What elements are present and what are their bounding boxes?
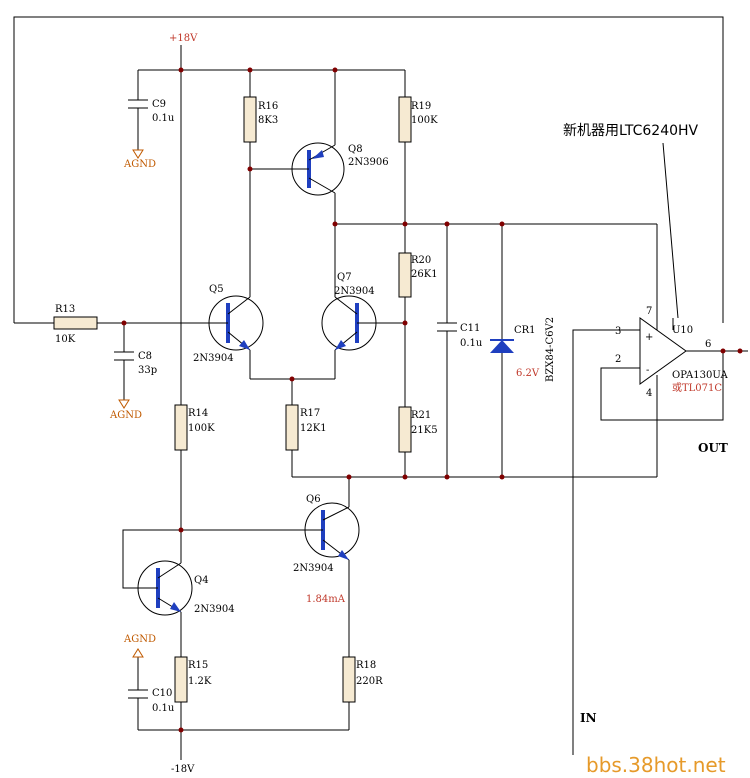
svg-text:10K: 10K: [55, 334, 76, 345]
svg-text:26K1: 26K1: [411, 269, 438, 280]
svg-text:Q5: Q5: [209, 284, 224, 295]
svg-text:2N3904: 2N3904: [193, 353, 234, 364]
svg-text:C10: C10: [152, 688, 172, 699]
opamp-u10: + - 3 2 7 4 6 U10 OPA130UA 或TL071C: [615, 306, 728, 399]
resistor-r15: R15 1.2K: [174, 656, 212, 703]
agnd-symbol-c8: AGND: [109, 399, 142, 421]
svg-text:R21: R21: [411, 410, 431, 421]
svg-text:AGND: AGND: [109, 410, 142, 421]
svg-text:-: -: [646, 365, 649, 376]
transistor-q8: Q8 2N3906: [291, 142, 389, 196]
resistor-r18: R18 220R: [342, 656, 383, 703]
svg-text:R14: R14: [188, 408, 208, 419]
svg-text:100K: 100K: [411, 115, 438, 126]
svg-text:7: 7: [646, 306, 652, 317]
svg-text:BZX84-C6V2: BZX84-C6V2: [545, 317, 556, 382]
svg-text:Q8: Q8: [348, 144, 363, 155]
positive-rail-label: +18V: [169, 33, 198, 44]
svg-text:4: 4: [646, 388, 652, 399]
svg-text:U10: U10: [672, 325, 693, 336]
svg-text:或TL071C: 或TL071C: [672, 382, 722, 394]
svg-text:21K5: 21K5: [411, 425, 438, 436]
negative-rail-label: -18V: [171, 764, 195, 775]
svg-text:R13: R13: [55, 304, 75, 315]
svg-text:0.1u: 0.1u: [460, 338, 483, 349]
zener-cr1: CR1 6.2V BZX84-C6V2: [490, 317, 556, 382]
svg-text:R20: R20: [411, 255, 431, 266]
capacitor-c8: C8 33p: [114, 351, 157, 376]
svg-text:6: 6: [705, 339, 711, 350]
svg-text:R18: R18: [356, 660, 376, 671]
transistor-q7: Q7 2N3904: [321, 272, 377, 351]
svg-text:C8: C8: [138, 351, 152, 362]
svg-text:2N3904: 2N3904: [293, 563, 334, 574]
svg-text:8K3: 8K3: [258, 115, 278, 126]
agnd-symbol-c10: AGND: [123, 634, 156, 658]
resistor-r14: R14 100K: [174, 404, 215, 451]
resistor-r17: R17 12K1: [285, 404, 327, 451]
svg-text:R16: R16: [258, 101, 278, 112]
svg-text:6.2V: 6.2V: [516, 368, 540, 379]
svg-text:OPA130UA: OPA130UA: [672, 370, 728, 381]
transistor-q6: Q6 2N3904: [293, 494, 360, 574]
svg-text:Q7: Q7: [337, 272, 352, 283]
new-machine-note: 新机器用LTC6240HV: [563, 123, 699, 139]
svg-text:1.2K: 1.2K: [188, 676, 212, 687]
transistor-q4: Q4 2N3904: [137, 560, 235, 616]
svg-text:R19: R19: [411, 101, 431, 112]
watermark: bbs.38hot.net: [586, 753, 726, 777]
svg-text:Q4: Q4: [194, 575, 209, 586]
svg-text:220R: 220R: [356, 676, 383, 687]
out-label: OUT: [698, 441, 728, 455]
wires: [13, 16, 748, 760]
agnd-symbol-c9: AGND: [123, 149, 156, 170]
svg-text:2: 2: [615, 354, 621, 365]
svg-text:AGND: AGND: [123, 159, 156, 170]
capacitor-c9: C9 0.1u: [128, 99, 175, 124]
resistor-r19: R19 100K: [398, 96, 438, 143]
svg-text:CR1: CR1: [514, 325, 536, 336]
current-annotation: 1.84mA: [306, 594, 346, 605]
svg-text:12K1: 12K1: [300, 423, 327, 434]
svg-text:R15: R15: [188, 660, 208, 671]
svg-text:+: +: [645, 332, 653, 343]
svg-text:3: 3: [615, 326, 621, 337]
svg-text:Q6: Q6: [306, 494, 321, 505]
svg-text:R17: R17: [300, 408, 320, 419]
capacitor-c10: C10 0.1u: [128, 688, 175, 714]
svg-text:100K: 100K: [188, 423, 215, 434]
svg-text:0.1u: 0.1u: [152, 113, 175, 124]
in-label: IN: [580, 711, 597, 725]
svg-text:2N3906: 2N3906: [348, 157, 389, 168]
junctions: [121, 67, 743, 733]
resistor-r20: R20 26K1: [398, 252, 438, 298]
resistor-r21: R21 21K5: [398, 406, 438, 453]
svg-text:2N3904: 2N3904: [194, 604, 235, 615]
svg-text:C11: C11: [460, 323, 480, 334]
transistor-q5: Q5 2N3904: [193, 284, 264, 364]
resistor-r16: R16 8K3: [243, 96, 278, 143]
capacitor-c11: C11 0.1u: [437, 322, 483, 349]
svg-text:AGND: AGND: [123, 634, 156, 645]
svg-text:2N3904: 2N3904: [334, 286, 375, 297]
resistor-r13: R13 10K: [53, 304, 98, 345]
svg-text:33p: 33p: [138, 365, 157, 376]
svg-text:C9: C9: [152, 99, 166, 110]
svg-text:0.1u: 0.1u: [152, 703, 175, 714]
